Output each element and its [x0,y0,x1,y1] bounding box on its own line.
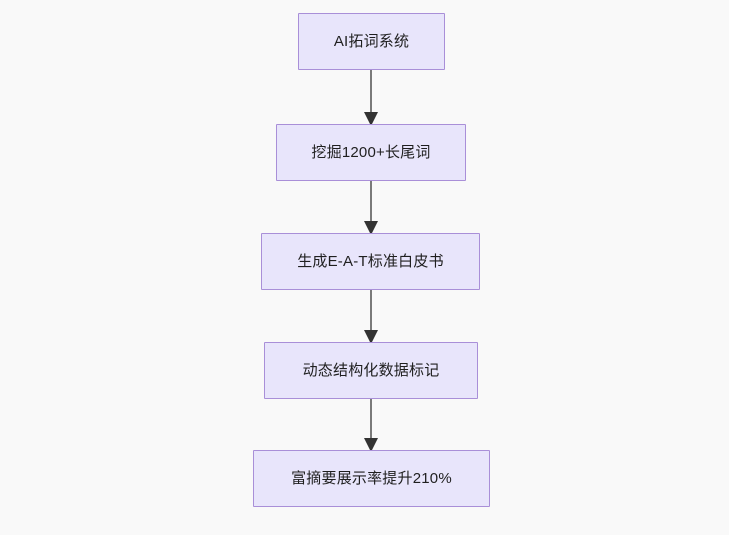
edge-n1-n2 [355,68,387,128]
node-label: 生成E-A-T标准白皮书 [297,252,444,270]
flowchart-node-mine-longtail-keywords[interactable]: 挖掘1200+长尾词 [276,124,466,181]
node-label: 挖掘1200+长尾词 [311,143,431,161]
edge-n3-n4 [355,288,387,346]
edge-n4-n5 [355,397,387,454]
flowchart-node-dynamic-structured-data-markup[interactable]: 动态结构化数据标记 [264,342,478,399]
edge-n2-n3 [355,179,387,237]
flowchart-node-rich-snippet-rate-increase[interactable]: 富摘要展示率提升210% [253,450,490,507]
flowchart-node-ai-keyword-system[interactable]: AI拓词系统 [298,13,445,70]
node-label: AI拓词系统 [333,32,410,50]
flowchart-node-generate-eat-whitepaper[interactable]: 生成E-A-T标准白皮书 [261,233,480,290]
node-label: 富摘要展示率提升210% [291,469,452,487]
node-label: 动态结构化数据标记 [302,361,440,379]
